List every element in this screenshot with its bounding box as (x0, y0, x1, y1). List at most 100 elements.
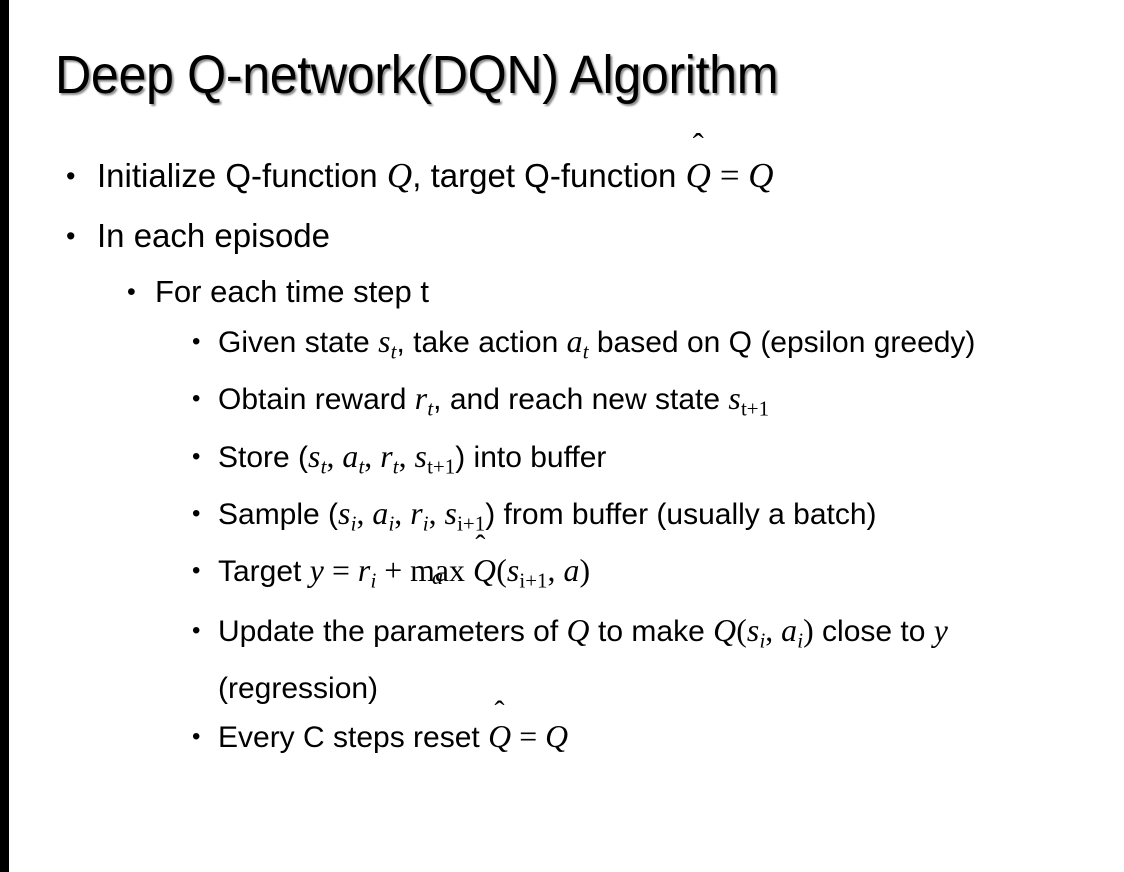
math-var-q1: Q (566, 613, 590, 649)
math-subscript: t (582, 339, 589, 364)
math-var-r: ri (357, 553, 377, 593)
math-var-a: ai (372, 495, 395, 536)
math-var-y: y (309, 553, 325, 589)
text-fragment: Store ( (218, 440, 309, 474)
math-q-hat: ̂Q (473, 529, 497, 589)
math-var-a: a (563, 553, 580, 589)
math-paren-close: ) (803, 613, 814, 649)
bullet-text: Every C steps reset ̂Q = Q (218, 694, 1104, 762)
bullet-dot-icon: • (192, 617, 201, 645)
bullet-text: In each episode (97, 217, 331, 254)
math-paren-open: ( (736, 613, 747, 649)
math-subscript: i (388, 511, 395, 536)
math-subscript: i (350, 511, 357, 536)
text-fragment: Sample ( (218, 497, 339, 531)
math-var-s: si (746, 613, 766, 653)
bullet-dot-icon: • (127, 278, 136, 306)
bullet-text: Obtain reward rt, and reach new state st… (218, 375, 1104, 432)
bullet-update-parameters: • Update the parameters of Q to make Q(s… (0, 607, 1124, 712)
left-edge-bar (0, 0, 9, 872)
math-separator: , (356, 495, 373, 531)
text-fragment: , take action (396, 326, 567, 359)
math-var-a: at (342, 438, 365, 478)
math-subscript: i+1 (519, 568, 548, 593)
math-var-s: si+1 (506, 553, 548, 593)
math-subscript: t (427, 396, 434, 421)
math-separator: , (364, 438, 381, 474)
math-var-q2: Q (713, 613, 737, 649)
math-paren-close: ) (579, 553, 591, 589)
text-fragment: , target Q-function (412, 157, 686, 194)
text-fragment: Obtain reward (218, 383, 415, 417)
text-fragment: ) into buffer (455, 440, 607, 474)
bullet-obtain-reward: • Obtain reward rt, and reach new state … (0, 375, 1124, 432)
math-subscript: i+1 (457, 511, 486, 536)
math-var-q2: Q (748, 156, 774, 195)
math-separator: , (394, 495, 411, 531)
bullet-in-each-episode: • In each episode (0, 206, 1124, 266)
math-var-s1: st (308, 438, 327, 478)
math-var-r: rt (380, 438, 399, 478)
math-var-a: at (566, 324, 589, 364)
math-equals: = (719, 156, 740, 195)
math-subscript: i (759, 628, 766, 653)
math-var-q: Q (545, 718, 569, 754)
bullet-store-into-buffer: • Store (st, at, rt, st+1) into buffer (0, 433, 1124, 490)
math-subscript: t (320, 453, 327, 478)
bullet-given-state-take-action: • Given state st, take action at based o… (0, 318, 1124, 375)
bullet-text: Sample (si, ai, ri, si+1) from buffer (u… (218, 490, 1104, 547)
math-subscript: t+1 (427, 453, 456, 478)
text-fragment: ) from buffer (usually a batch) (485, 497, 877, 531)
bullet-text: For each time step t (155, 274, 429, 309)
text-fragment: Update the parameters of (218, 615, 567, 649)
bullet-text: Initialize Q-function Q, target Q-functi… (97, 126, 1124, 206)
math-var-s2: st+1 (414, 438, 456, 478)
text-fragment: based on Q (epsilon greedy) (588, 326, 976, 359)
bullet-for-each-time-step: • For each time step t (0, 266, 1124, 318)
page-title: Deep Q-network(DQN) Algorithm (55, 45, 779, 105)
text-fragment: to make (589, 615, 714, 649)
math-var-y: y (933, 613, 949, 649)
slide-body: • Initialize Q-function Q, target Q-func… (0, 126, 1124, 762)
math-underscript: a (431, 564, 444, 590)
math-q-hat: ̂Q (685, 126, 712, 195)
math-subscript: t (392, 453, 399, 478)
bullet-dot-icon: • (192, 499, 201, 527)
math-plus: + (384, 553, 403, 589)
math-separator: , (547, 553, 564, 589)
bullet-dot-icon: • (192, 442, 201, 470)
text-fragment: Every C steps reset (218, 720, 489, 754)
bullet-dot-icon: • (66, 221, 76, 251)
math-var-r: ri (410, 495, 429, 536)
text-fragment: Initialize Q-function (97, 157, 387, 194)
math-var-s: st (378, 324, 397, 364)
bullet-dot-icon: • (192, 722, 201, 750)
math-var-q: Q (386, 156, 413, 195)
math-subscript: t (390, 339, 397, 364)
math-separator: , (326, 438, 343, 474)
math-separator: , (765, 613, 782, 649)
bullet-initialize-q-function: • Initialize Q-function Q, target Q-func… (0, 126, 1124, 206)
bullet-dot-icon: • (66, 161, 76, 191)
math-separator: , (398, 438, 415, 474)
math-q-hat: ̂Q (488, 694, 512, 754)
math-subscript: t+1 (740, 396, 770, 421)
text-fragment: , and reach new state (433, 383, 729, 417)
text-fragment: Given state (218, 326, 379, 359)
bullet-every-c-steps-reset: • Every C steps reset ̂Q = Q (0, 694, 1124, 762)
math-var-a: ai (781, 613, 804, 653)
math-var-s: st+1 (728, 381, 770, 421)
math-separator: , (428, 495, 445, 531)
math-subscript: i (422, 511, 429, 536)
math-var-s1: si (338, 495, 357, 536)
text-fragment: (regression) (218, 671, 379, 705)
math-equals: = (332, 553, 350, 589)
math-subscript: t (358, 453, 365, 478)
text-fragment: close to (813, 615, 934, 649)
bullet-dot-icon: • (192, 385, 201, 413)
text-fragment: Target (218, 555, 310, 589)
math-var-r: rt (414, 381, 434, 421)
